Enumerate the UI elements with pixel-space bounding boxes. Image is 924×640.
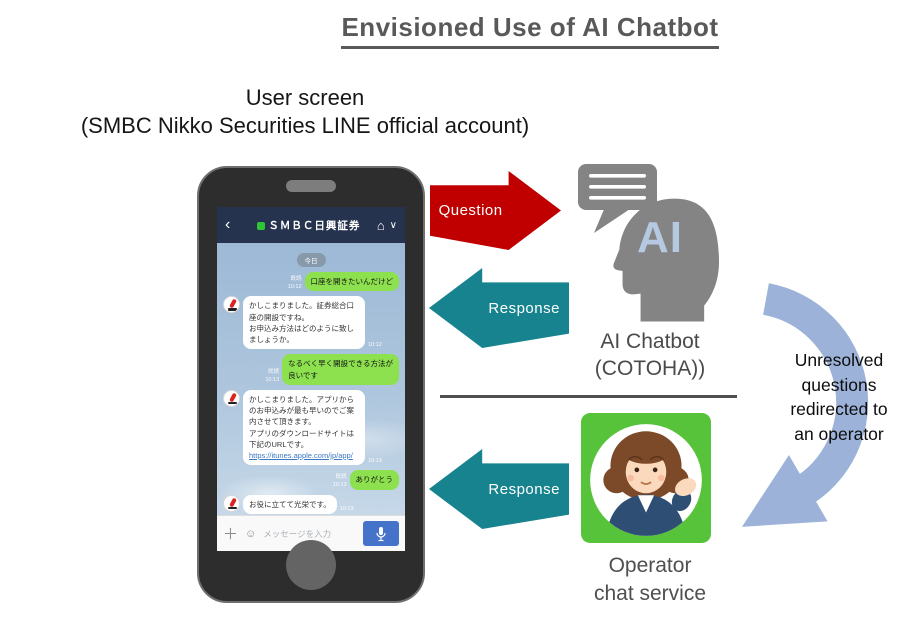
chat-message-bot: お役に立てて光栄です。10:13: [223, 494, 399, 514]
chat-message-bot: かしこまりました。証券総合口座の開設ですね。 お申込み方法はどのように致しましょ…: [223, 296, 399, 350]
response-arrow-top-label: Response: [488, 299, 560, 317]
plus-icon[interactable]: ＋: [223, 526, 239, 543]
message-timestamp: 10:13: [368, 457, 382, 464]
app-store-link[interactable]: https://itunes.apple.com/jp/app/: [249, 451, 353, 460]
bot-avatar-icon: [223, 494, 240, 512]
page-title: Envisioned Use of AI Chatbot: [230, 12, 830, 49]
back-icon[interactable]: ‹: [225, 216, 231, 233]
operator-label-line1: Operator: [608, 554, 692, 577]
verified-badge-icon: [257, 221, 266, 230]
microphone-button[interactable]: [363, 521, 399, 546]
chat-bubble: お役に立てて光栄です。: [243, 494, 337, 514]
chat-title: ＳＭＢＣ日興証券: [243, 218, 375, 233]
ai-chatbot-label: AI Chatbot (COTOHA)): [560, 328, 740, 382]
chat-bubble: ありがとう: [349, 470, 399, 490]
ai-head-icon: [613, 198, 719, 322]
chevron-down-icon[interactable]: ∨: [389, 219, 397, 231]
home-icon[interactable]: ⌂: [376, 217, 385, 233]
section-divider: [440, 395, 737, 398]
message-timestamp: 既読 10:13: [265, 369, 280, 384]
operator-label: Operator chat service: [560, 552, 740, 608]
phone-home-button[interactable]: [286, 540, 336, 590]
question-arrow: Question: [430, 171, 561, 250]
message-timestamp: 既読 10:12: [287, 275, 302, 290]
chat-bubble: 口座を開きたいんだけど: [304, 272, 399, 292]
chat-bubble: かしこまりました。アプリからのお申込みが最も早いのでご案内させて頂きます。 アプ…: [243, 389, 365, 466]
bot-avatar-icon: [223, 296, 240, 314]
ai-chatbot-label-line2: (COTOHA)): [594, 357, 706, 380]
phone-speaker: [286, 180, 336, 192]
user-screen-caption-line2: (SMBC Nikko Securities LINE official acc…: [80, 113, 530, 138]
line-chat-header: ‹ ＳＭＢＣ日興証券 ⌂ ∨: [217, 207, 405, 243]
microphone-icon: [376, 526, 386, 541]
date-badge: 今日: [296, 253, 326, 267]
message-input-placeholder[interactable]: メッセージを入力: [263, 528, 332, 539]
ai-chatbot-label-line1: AI Chatbot: [600, 330, 700, 353]
redirect-note-line2: questions: [801, 374, 877, 395]
user-screen-caption-line1: User screen: [245, 85, 365, 110]
message-timestamp: 既読 10:13: [332, 474, 347, 488]
emoji-icon[interactable]: ☺: [245, 527, 257, 540]
operator-avatar-icon: [581, 413, 711, 543]
redirect-note-line3: redirected to: [790, 399, 888, 419]
message-timestamp: 10:13: [339, 506, 354, 513]
speech-bubble-icon: [578, 164, 657, 233]
page-title-text: Envisioned Use of AI Chatbot: [341, 12, 719, 49]
chat-bubble: かしこまりました。証券総合口座の開設ですね。 お申込み方法はどのように致しましょ…: [243, 296, 365, 350]
redirect-note: Unresolved questions redirected to an op…: [760, 348, 918, 446]
chat-message-bot: かしこまりました。アプリからのお申込みが最も早いのでご案内させて頂きます。 アプ…: [223, 389, 399, 466]
response-arrow-top: Response: [429, 268, 569, 348]
response-arrow-bottom-label: Response: [488, 480, 560, 498]
response-arrow-bottom: Response: [429, 449, 569, 529]
bot-avatar-icon: [223, 389, 240, 407]
operator-label-line2: chat service: [593, 582, 707, 605]
redirect-note-line1: Unresolved: [794, 350, 884, 370]
user-screen-caption: User screen (SMBC Nikko Securities LINE …: [5, 84, 605, 140]
message-timestamp: 10:12: [368, 341, 382, 348]
question-arrow-label: Question: [438, 202, 503, 219]
ai-badge-text: AI: [637, 213, 683, 262]
redirect-note-line4: an operator: [794, 423, 884, 444]
ai-chatbot-icon: AI: [575, 158, 725, 326]
chat-bubble: なるべく早く開設できる方法が 良いです: [282, 354, 399, 385]
redirect-curved-arrow: [741, 283, 869, 527]
